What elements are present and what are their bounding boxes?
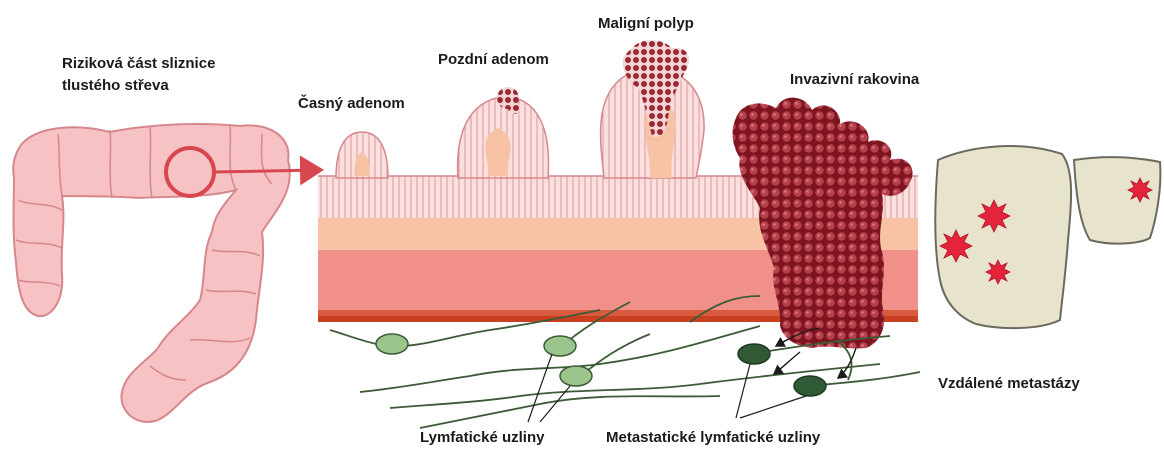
early-adenoma-bump: [336, 132, 388, 178]
malignant-polyp-bump: [601, 40, 705, 178]
lymph-nodes-label: Lymfatické uzliny: [420, 429, 545, 446]
malignant-polyp-label: Maligní polyp: [598, 15, 694, 32]
metastasis-lesion: [986, 260, 1010, 284]
metastatic-lymph-nodes-label: Metastatické lymfatické uzliny: [606, 429, 821, 446]
liver-illustration: [935, 146, 1160, 328]
metastasis-lesion: [940, 230, 972, 262]
invasive-cancer-label: Invazivní rakovina: [790, 71, 920, 88]
metastatic-lymph-node: [794, 376, 826, 396]
lymph-node: [560, 366, 592, 386]
metastasis-lesion: [1128, 178, 1152, 202]
distant-metastases-label: Vzdálené metastázy: [938, 375, 1080, 392]
liver-right-lobe: [1074, 157, 1160, 243]
risk-area-label-line2: tlustého střeva: [62, 77, 169, 94]
magnify-arrow: [214, 170, 318, 172]
lymph-node: [376, 334, 408, 354]
colon-shape: [13, 124, 290, 422]
metastatic-lymph-node: [738, 344, 770, 364]
lymph-node: [544, 336, 576, 356]
late-adenoma-bump: [458, 87, 549, 178]
early-adenoma-label: Časný adenom: [298, 94, 405, 112]
late-adenoma-label: Pozdní adenom: [438, 51, 549, 68]
metastasis-lesion: [978, 200, 1010, 232]
risk-area-label-line1: Riziková část sliznice: [62, 55, 215, 72]
colon-illustration: [13, 124, 318, 422]
